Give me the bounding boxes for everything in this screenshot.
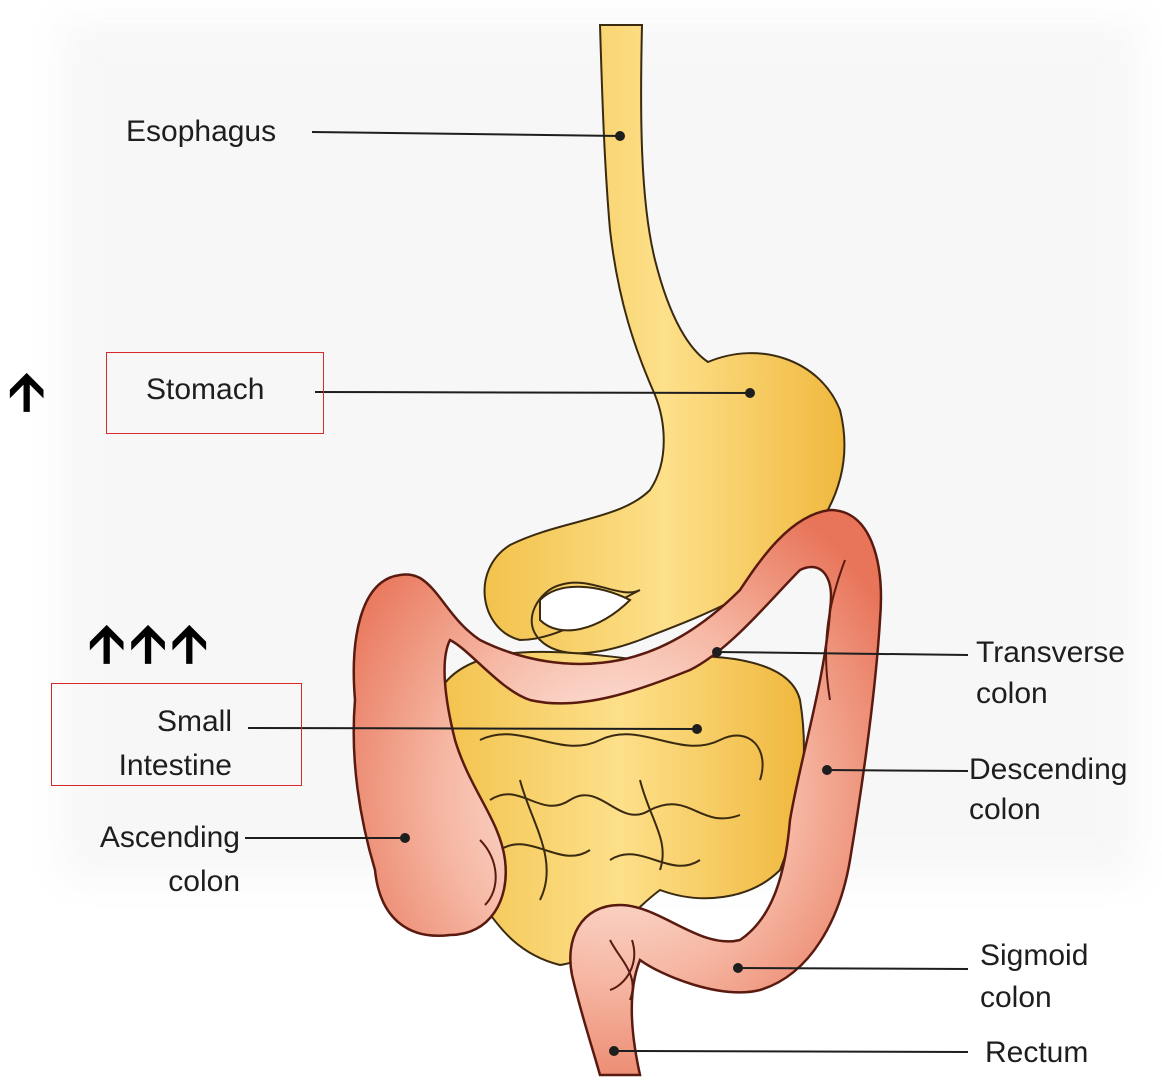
label-ascending-colon-line1: Ascending: [60, 818, 240, 858]
label-transverse-colon-line2: colon: [976, 674, 1048, 714]
label-sigmoid-colon-line2: colon: [980, 978, 1052, 1018]
label-small-intestine-line2: Intestine: [90, 746, 232, 786]
label-ascending-colon-line2: colon: [60, 862, 240, 902]
label-transverse-colon-line1: Transverse: [976, 633, 1125, 673]
up-arrow-icon: 🡩: [8, 366, 45, 418]
label-rectum: Rectum: [985, 1033, 1088, 1073]
label-descending-colon-line1: Descending: [969, 750, 1127, 790]
label-esophagus: Esophagus: [126, 112, 276, 152]
label-small-intestine-line1: Small: [90, 702, 232, 742]
label-sigmoid-colon-line1: Sigmoid: [980, 936, 1088, 976]
label-stomach: Stomach: [146, 370, 264, 410]
up-arrows-icon: 🡩🡩🡩: [88, 618, 212, 670]
label-descending-colon-line2: colon: [969, 790, 1041, 830]
